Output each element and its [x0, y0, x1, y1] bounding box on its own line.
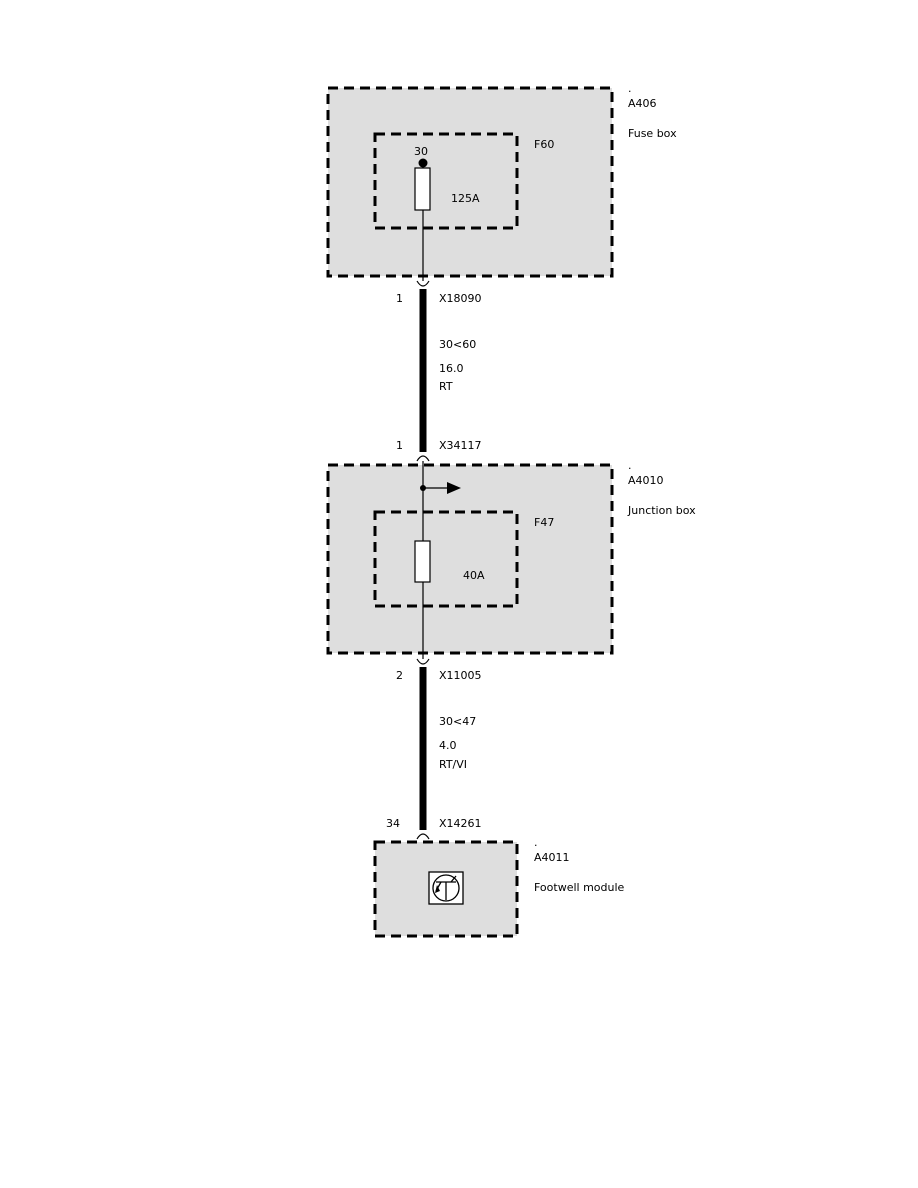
fuse-box-id: A406 — [628, 97, 657, 110]
wire-1-to-connector: X34117 — [439, 439, 482, 452]
fuse-f47-icon — [414, 540, 431, 583]
wire-1-color: RT — [439, 380, 453, 393]
wire-2-size: 4.0 — [439, 739, 457, 752]
wire-2-from-pin: 2 — [396, 669, 403, 682]
transistor-icon — [428, 871, 464, 905]
junction-box-dot: . — [628, 459, 632, 472]
connector-x34117-symbol — [416, 455, 430, 462]
connector-x14261-symbol — [416, 833, 430, 840]
footwell-module-name: Footwell module — [534, 881, 625, 894]
wire-1-size: 16.0 — [439, 362, 464, 375]
terminal-30-label: 30 — [414, 145, 428, 158]
wire-1-circuit: 30<60 — [439, 338, 476, 351]
fuse-f60-label: F60 — [534, 138, 554, 151]
fuse-f60-rating: 125A — [451, 192, 480, 205]
fuse-f47-outline — [373, 510, 519, 608]
fuse-f47-label: F47 — [534, 516, 554, 529]
wire-1-from-connector: X18090 — [439, 292, 482, 305]
wire-2-circuit: 30<47 — [439, 715, 476, 728]
connector-x18090-symbol — [416, 280, 430, 287]
footwell-module-dot: . — [534, 836, 538, 849]
fuse-f47-rating: 40A — [463, 569, 485, 582]
branch-arrow-icon — [447, 482, 461, 494]
footwell-module-id: A4011 — [534, 851, 570, 864]
fuse-f60-outline — [373, 132, 519, 230]
junction-box-id: A4010 — [628, 474, 664, 487]
connector-x11005-symbol — [416, 658, 430, 665]
wire-2-to-connector: X14261 — [439, 817, 482, 830]
fuse-f60-icon — [414, 167, 431, 211]
wire-1-from-pin: 1 — [396, 292, 403, 305]
junction-box-outline — [326, 463, 614, 655]
fuse-box-name: Fuse box — [628, 127, 677, 140]
fuse-box-outline — [326, 86, 614, 278]
wire-1-to-pin: 1 — [396, 439, 403, 452]
wire-2-from-connector: X11005 — [439, 669, 482, 682]
junction-box-name: Junction box — [627, 504, 696, 517]
fuse-box-dot: . — [628, 82, 632, 95]
wire-2-to-pin: 34 — [386, 817, 400, 830]
wire-2-color: RT/VI — [439, 758, 467, 771]
